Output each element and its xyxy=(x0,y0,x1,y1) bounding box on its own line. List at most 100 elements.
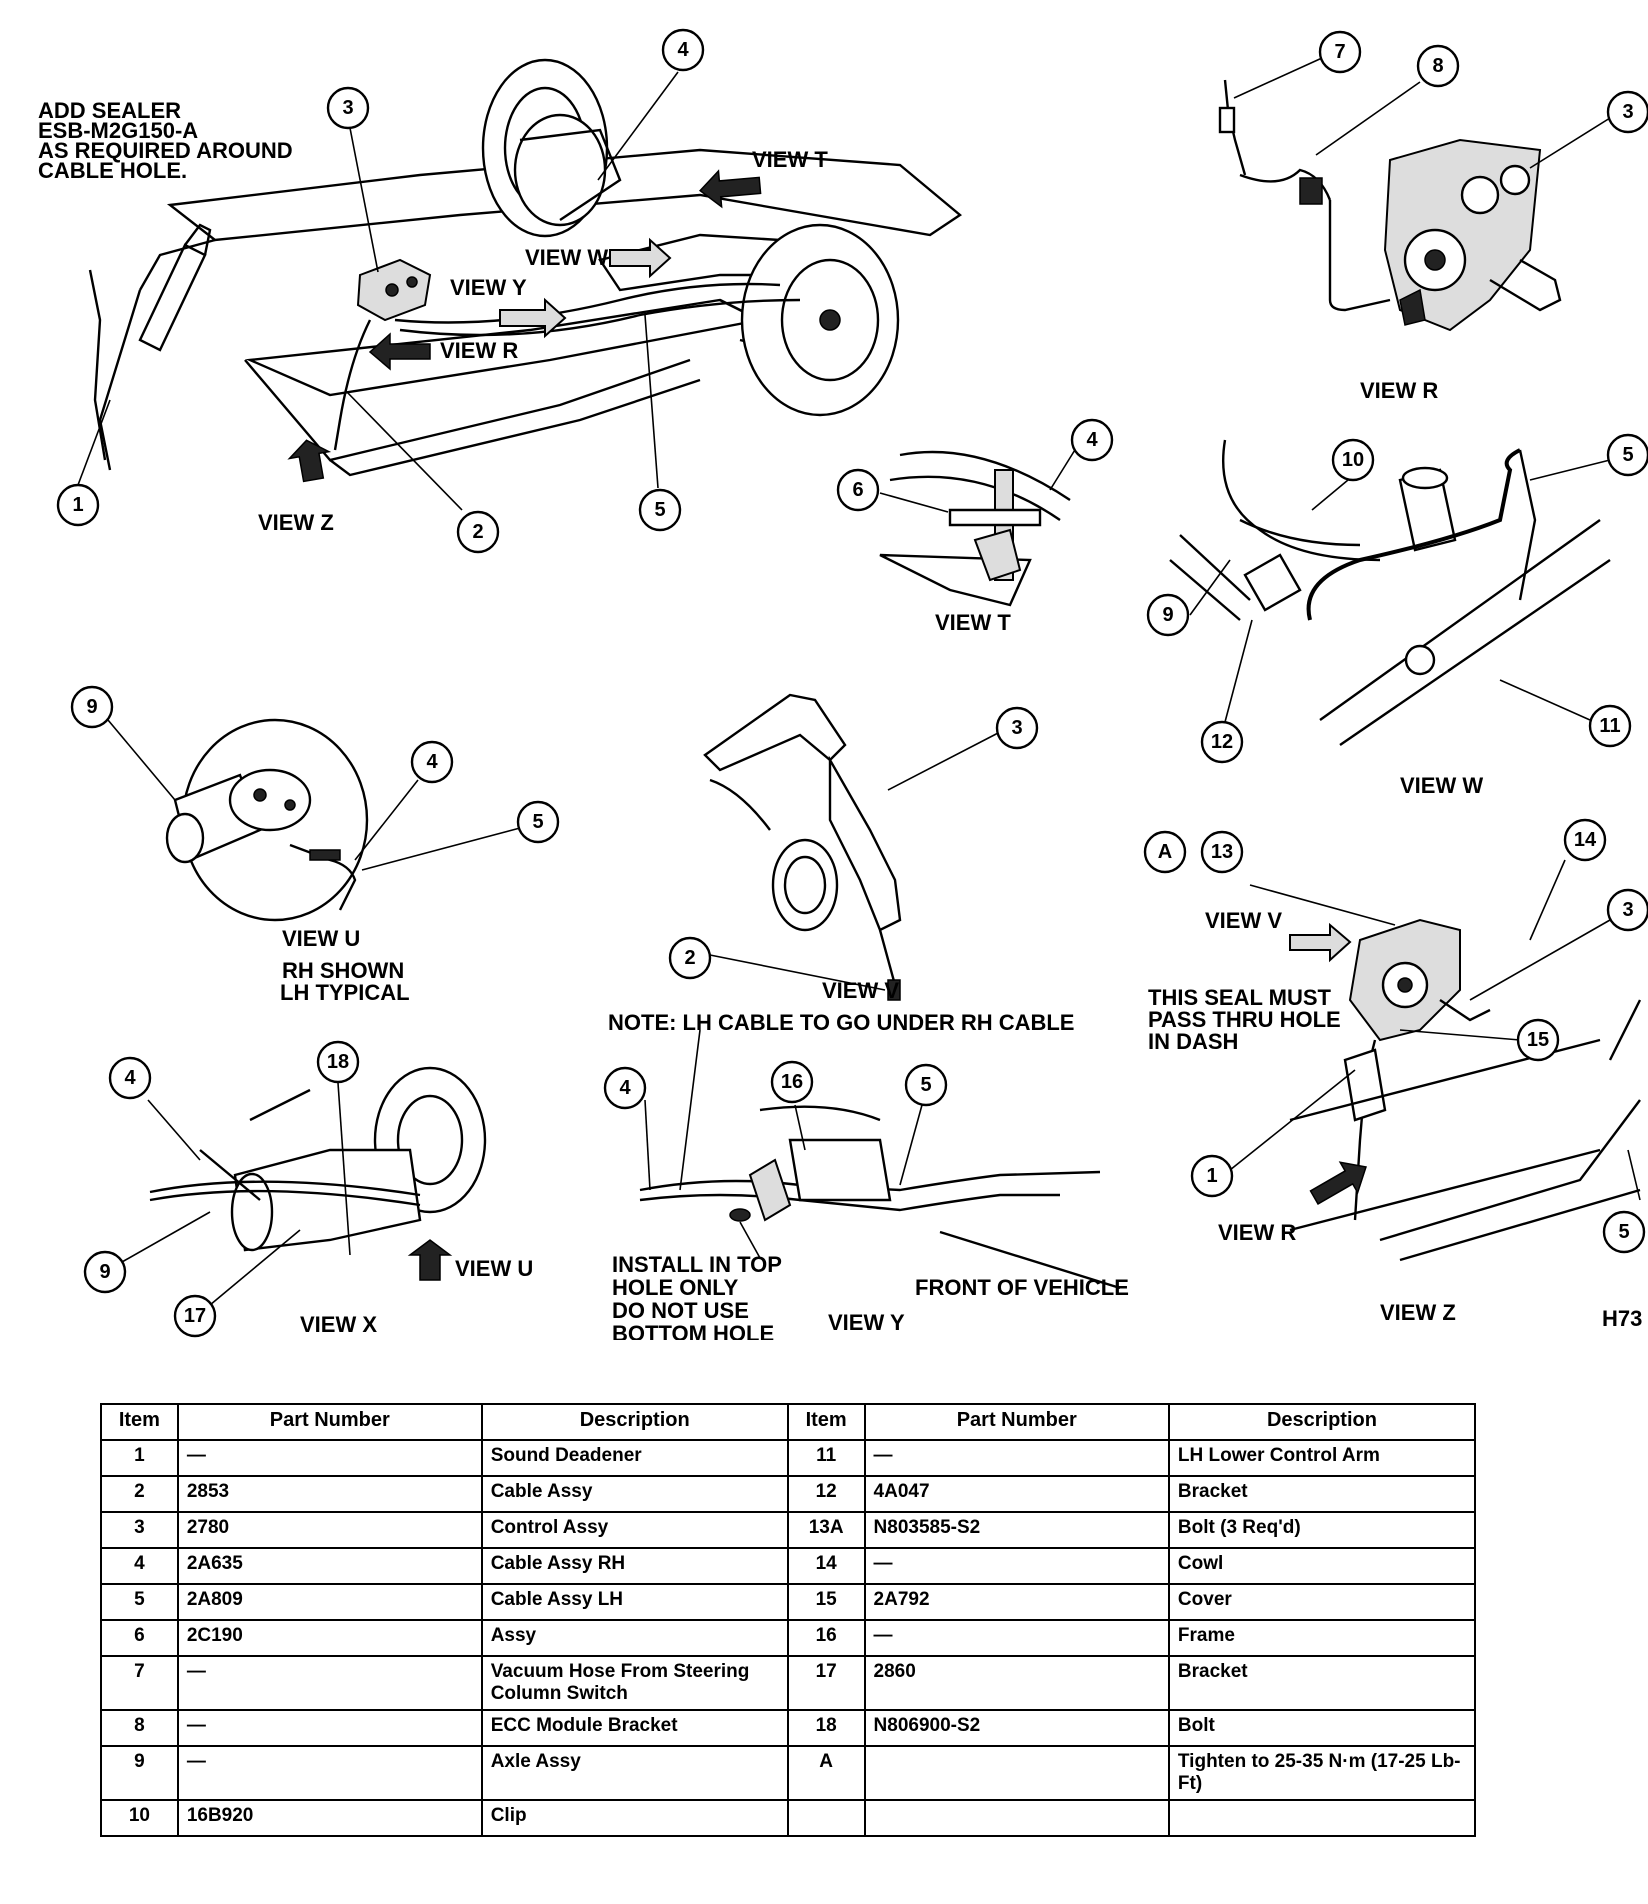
cell-description xyxy=(1167,1799,1477,1837)
cell-item: 17 xyxy=(786,1655,866,1711)
callout-6-text: 6 xyxy=(852,479,863,501)
cell-part-number: N803585-S2 xyxy=(863,1511,1170,1549)
callout-3-text: 3 xyxy=(342,97,353,119)
callout-12-view-w: 12 xyxy=(1200,720,1244,764)
callout-13-text: 13 xyxy=(1211,841,1233,863)
view-t-detail: 6 4 VIEW T xyxy=(836,418,1114,635)
table-row: 1 — Sound Deadener 11 — LH Lower Control… xyxy=(100,1439,1477,1477)
view-u-title: VIEW U xyxy=(282,926,360,951)
cell-item: 3 xyxy=(100,1511,179,1549)
callout-5-view-u: 5 xyxy=(516,800,560,844)
view-x-detail: 4 18 9 17 VIEW X VIEW U xyxy=(83,1040,533,1338)
cell-item: 7 xyxy=(100,1655,179,1711)
view-u-sub-line1: RH SHOWN xyxy=(282,958,404,983)
cell-item: 11 xyxy=(786,1439,866,1477)
cell-description: Bolt xyxy=(1167,1709,1477,1747)
callout-4-view-x-text: 4 xyxy=(124,1067,136,1089)
cell-item: 2 xyxy=(100,1475,179,1513)
view-u-detail: 9 4 5 VIEW U RH SHOWN LH TYPICAL xyxy=(70,685,560,1005)
install-note-line1: INSTALL IN TOP xyxy=(612,1252,782,1277)
view-z-title: VIEW Z xyxy=(1380,1300,1456,1325)
cell-part-number: 2A792 xyxy=(863,1583,1170,1621)
cell-item: 4 xyxy=(100,1547,179,1585)
cell-description: Sound Deadener xyxy=(480,1439,789,1477)
cell-description: Cover xyxy=(1167,1583,1477,1621)
cell-item xyxy=(786,1799,866,1837)
view-v-arrow-label: VIEW V xyxy=(1205,908,1282,933)
callout-9-view-u-text: 9 xyxy=(86,696,97,718)
callout-a-text: A xyxy=(1158,841,1172,863)
callout-3-main: 3 xyxy=(326,86,370,130)
callout-13-view-z: 13 xyxy=(1200,830,1244,874)
callout-4-view-y-text: 4 xyxy=(619,1077,631,1099)
seal-note-line2: PASS THRU HOLE xyxy=(1148,1007,1341,1032)
cell-part-number: 2860 xyxy=(863,1655,1170,1711)
cell-description: Assy xyxy=(480,1619,789,1657)
table-row: 7 — Vacuum Hose From Steering Column Swi… xyxy=(100,1655,1477,1711)
callout-14-text: 14 xyxy=(1574,829,1597,851)
cell-item: 16 xyxy=(786,1619,866,1657)
cell-description: Cable Assy RH xyxy=(480,1547,789,1585)
callout-3-view-r: 3 xyxy=(1606,90,1648,134)
table-row: 4 2A635 Cable Assy RH 14 — Cowl xyxy=(100,1547,1477,1585)
install-note-line2: HOLE ONLY xyxy=(612,1275,739,1300)
callout-4-view-y: 4 xyxy=(603,1066,647,1110)
callout-1-view-z-text: 1 xyxy=(1206,1165,1217,1187)
view-t-arrow-label: VIEW T xyxy=(752,147,828,172)
cell-item: 14 xyxy=(786,1547,866,1585)
cell-part-number: — xyxy=(176,1439,483,1477)
table-row: 6 2C190 Assy 16 — Frame xyxy=(100,1619,1477,1657)
cell-item: 5 xyxy=(100,1583,179,1621)
view-u-arrow-label: VIEW U xyxy=(455,1256,533,1281)
callout-3-view-v-text: 3 xyxy=(1011,717,1022,739)
callout-5-view-y: 5 xyxy=(904,1063,948,1107)
callout-5-main: 5 xyxy=(638,488,682,532)
sealer-note-line3: AS REQUIRED AROUND xyxy=(38,138,293,163)
callout-14-view-z: 14 xyxy=(1563,818,1607,862)
callout-5-view-w-text: 5 xyxy=(1622,444,1633,466)
cell-description: Axle Assy xyxy=(480,1745,789,1801)
callout-4-view-t: 4 xyxy=(1070,418,1114,462)
callout-10-text: 10 xyxy=(1342,449,1364,471)
cell-part-number: — xyxy=(863,1439,1170,1477)
parking-brake-diagram: ADD SEALER ESB-M2G150-A AS REQUIRED AROU… xyxy=(38,28,1648,1340)
cell-part-number xyxy=(863,1799,1170,1837)
cell-description: LH Lower Control Arm xyxy=(1167,1439,1477,1477)
callout-18-text: 18 xyxy=(327,1051,349,1073)
front-of-vehicle-label: FRONT OF VEHICLE xyxy=(915,1275,1129,1300)
cell-description: Vacuum Hose From Steering Column Switch xyxy=(480,1655,789,1711)
parts-table: Item Part Number Description Item Part N… xyxy=(100,1403,1477,1837)
callout-16-view-y: 16 xyxy=(770,1060,814,1104)
view-z-arrow-label: VIEW Z xyxy=(258,510,334,535)
header-part-number-left: Part Number xyxy=(176,1403,483,1441)
view-r-arrow-label: VIEW R xyxy=(440,338,518,363)
cell-part-number: 2853 xyxy=(176,1475,483,1513)
cell-part-number: 4A047 xyxy=(863,1475,1170,1513)
callout-4-text: 4 xyxy=(677,39,689,61)
cell-part-number: 2A635 xyxy=(176,1547,483,1585)
cell-description: ECC Module Bracket xyxy=(480,1709,789,1747)
view-u-sub-line2: LH TYPICAL xyxy=(280,980,410,1005)
cell-part-number: — xyxy=(176,1709,483,1747)
callout-6-view-t: 6 xyxy=(836,468,880,512)
callout-9-text: 9 xyxy=(1162,604,1173,626)
callout-4-view-u: 4 xyxy=(410,740,454,784)
cell-item: 10 xyxy=(100,1799,179,1837)
cell-description: Clip xyxy=(480,1799,789,1837)
callout-4-view-x: 4 xyxy=(108,1056,152,1100)
callout-5-view-y-text: 5 xyxy=(920,1074,931,1096)
header-part-number-right: Part Number xyxy=(863,1403,1170,1441)
callout-4-main: 4 xyxy=(661,28,705,72)
cell-part-number: — xyxy=(176,1655,483,1711)
callout-16-text: 16 xyxy=(781,1071,803,1093)
callout-3-view-r-text: 3 xyxy=(1622,101,1633,123)
callout-15-text: 15 xyxy=(1527,1029,1549,1051)
table-row: 9 — Axle Assy A Tighten to 25-35 N·m (17… xyxy=(100,1745,1477,1801)
view-y-title: VIEW Y xyxy=(828,1310,905,1335)
install-note-line3: DO NOT USE xyxy=(612,1298,749,1323)
callout-2-view-v-text: 2 xyxy=(684,947,695,969)
callout-1-view-z: 1 xyxy=(1190,1154,1234,1198)
callout-8-text: 8 xyxy=(1432,55,1443,77)
callout-17-text: 17 xyxy=(184,1305,206,1327)
cell-description: Bracket xyxy=(1167,1475,1477,1513)
